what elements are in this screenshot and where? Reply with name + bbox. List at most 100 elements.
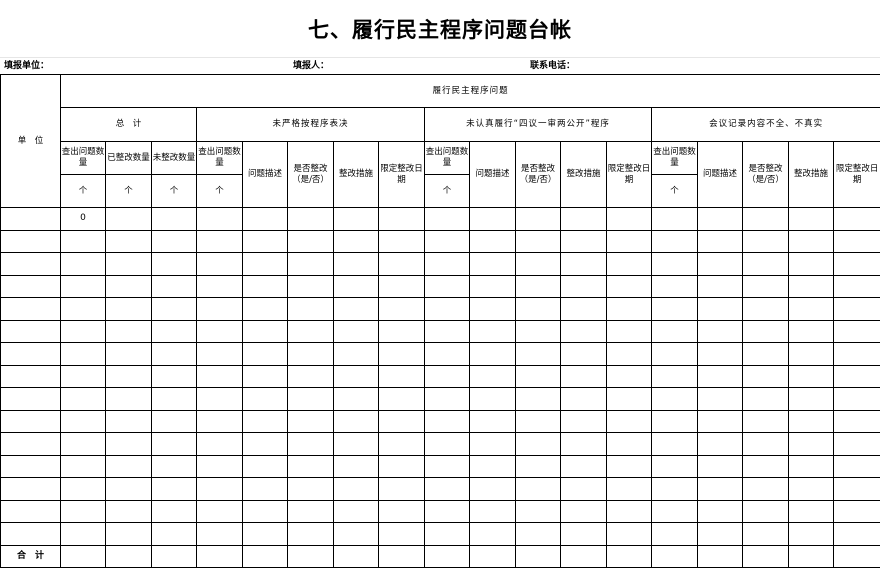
data-cell[interactable] (151, 364, 197, 388)
data-cell[interactable] (378, 319, 425, 343)
data-cell[interactable] (242, 342, 288, 366)
data-cell[interactable] (560, 499, 607, 523)
data-cell[interactable] (469, 252, 516, 276)
data-cell[interactable] (606, 364, 652, 388)
unit-cell[interactable] (0, 297, 61, 321)
data-cell[interactable] (151, 409, 197, 433)
data-cell[interactable] (832, 252, 880, 276)
data-cell[interactable] (60, 477, 106, 501)
data-cell[interactable] (469, 522, 516, 546)
data-cell[interactable] (788, 342, 834, 366)
data-cell[interactable] (333, 207, 379, 231)
data-cell[interactable] (651, 364, 698, 388)
total-cell[interactable] (333, 544, 379, 568)
data-cell[interactable] (515, 319, 561, 343)
data-cell[interactable] (287, 409, 334, 433)
data-cell[interactable] (832, 387, 880, 411)
data-cell[interactable] (105, 432, 152, 456)
data-cell[interactable] (242, 274, 288, 298)
data-cell[interactable] (287, 454, 334, 478)
data-cell[interactable] (788, 274, 834, 298)
data-cell[interactable] (287, 207, 334, 231)
data-cell[interactable] (60, 499, 106, 523)
data-cell[interactable] (424, 297, 470, 321)
data-cell[interactable] (560, 229, 607, 253)
unit-cell[interactable] (0, 229, 61, 253)
data-cell[interactable] (196, 342, 243, 366)
data-cell[interactable] (742, 274, 789, 298)
data-cell[interactable] (287, 319, 334, 343)
total-cell[interactable] (469, 544, 516, 568)
data-cell[interactable] (651, 432, 698, 456)
data-cell[interactable] (333, 252, 379, 276)
data-cell[interactable] (651, 274, 698, 298)
data-cell[interactable] (196, 522, 243, 546)
data-cell[interactable] (788, 454, 834, 478)
data-cell[interactable] (832, 477, 880, 501)
data-cell[interactable] (742, 297, 789, 321)
unit-cell[interactable] (0, 477, 61, 501)
data-cell[interactable] (606, 432, 652, 456)
data-cell[interactable] (742, 387, 789, 411)
data-cell[interactable] (832, 342, 880, 366)
data-cell[interactable] (151, 387, 197, 411)
data-cell[interactable] (560, 207, 607, 231)
data-cell[interactable] (651, 454, 698, 478)
data-cell[interactable] (515, 454, 561, 478)
data-cell[interactable] (60, 229, 106, 253)
data-cell[interactable] (333, 522, 379, 546)
data-cell[interactable] (697, 454, 743, 478)
data-cell[interactable] (196, 432, 243, 456)
data-cell[interactable] (832, 274, 880, 298)
data-cell[interactable] (196, 454, 243, 478)
data-cell[interactable] (560, 387, 607, 411)
data-cell[interactable] (469, 477, 516, 501)
total-cell[interactable] (515, 544, 561, 568)
data-cell[interactable] (378, 229, 425, 253)
data-cell[interactable] (515, 207, 561, 231)
data-cell[interactable] (697, 409, 743, 433)
unit-cell[interactable] (0, 432, 61, 456)
data-cell[interactable] (560, 364, 607, 388)
data-cell[interactable] (515, 522, 561, 546)
data-cell[interactable] (651, 252, 698, 276)
data-cell[interactable] (60, 454, 106, 478)
data-cell[interactable] (60, 252, 106, 276)
data-cell[interactable] (151, 522, 197, 546)
data-cell[interactable] (105, 522, 152, 546)
data-cell[interactable] (424, 454, 470, 478)
data-cell[interactable] (788, 364, 834, 388)
data-cell[interactable] (651, 207, 698, 231)
unit-cell[interactable] (0, 499, 61, 523)
data-cell[interactable] (469, 409, 516, 433)
data-cell[interactable] (469, 207, 516, 231)
unit-cell[interactable] (0, 319, 61, 343)
data-cell[interactable] (424, 522, 470, 546)
data-cell[interactable] (333, 342, 379, 366)
data-cell[interactable] (788, 252, 834, 276)
data-cell[interactable] (287, 477, 334, 501)
data-cell[interactable] (378, 342, 425, 366)
unit-cell[interactable] (0, 387, 61, 411)
data-cell[interactable] (242, 319, 288, 343)
unit-cell[interactable] (0, 274, 61, 298)
unit-cell[interactable] (0, 409, 61, 433)
data-cell[interactable] (151, 454, 197, 478)
data-cell[interactable] (606, 274, 652, 298)
data-cell[interactable] (333, 432, 379, 456)
data-cell[interactable] (788, 229, 834, 253)
data-cell[interactable] (378, 522, 425, 546)
data-cell[interactable] (742, 207, 789, 231)
data-cell[interactable] (287, 229, 334, 253)
unit-cell[interactable] (0, 454, 61, 478)
data-cell[interactable] (151, 229, 197, 253)
data-cell[interactable] (697, 477, 743, 501)
data-cell[interactable] (333, 454, 379, 478)
data-cell[interactable] (832, 432, 880, 456)
data-cell[interactable] (196, 319, 243, 343)
total-cell[interactable] (242, 544, 288, 568)
data-cell[interactable] (242, 409, 288, 433)
data-cell[interactable] (515, 387, 561, 411)
data-cell[interactable] (333, 297, 379, 321)
data-cell[interactable] (424, 342, 470, 366)
